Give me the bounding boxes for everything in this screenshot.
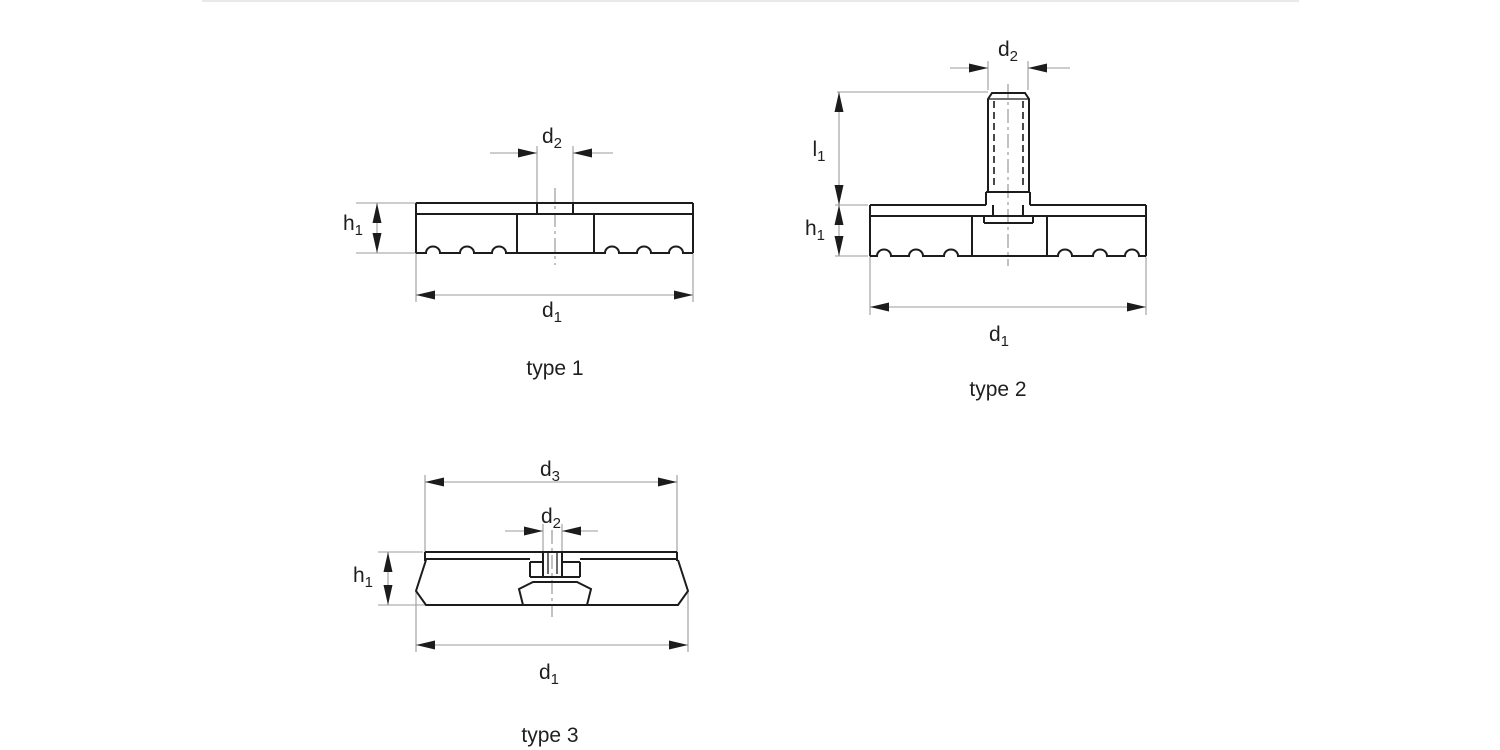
type1-dimension-lines	[356, 146, 694, 302]
type1-d2-label: d2	[542, 125, 562, 152]
type1-caption: type 1	[526, 357, 583, 380]
type2-caption: type 2	[969, 378, 1026, 401]
type3-foot-outline	[414, 551, 690, 606]
type1-d1-label: d1	[542, 299, 562, 326]
type3-d3-label: d3	[540, 458, 560, 485]
figure-type-3: d3 d2 h1 d1 type 3	[353, 458, 690, 747]
type2-d2-label: d2	[998, 38, 1018, 65]
type3-d1-label: d1	[539, 661, 559, 688]
type2-l1-label: l1	[812, 138, 825, 165]
type1-foot-outline	[415, 202, 694, 254]
type2-foot-outline	[869, 92, 1147, 257]
type3-dimension-arrows	[383, 477, 688, 650]
figure-type-2: d2 l1 h1 d1 type 2	[805, 38, 1147, 401]
figure-type-1: d2 h1 d1 type 1	[343, 125, 694, 380]
page-top-border	[202, 0, 1299, 2]
type3-h1-label: h1	[353, 564, 373, 591]
type3-caption: type 3	[521, 724, 578, 747]
type2-d1-label: d1	[989, 323, 1009, 350]
type1-dimension-arrows	[372, 148, 693, 300]
type2-dimension-arrows	[834, 63, 1146, 312]
type2-h1-label: h1	[805, 217, 825, 244]
type3-d2-label: d2	[541, 505, 561, 532]
type1-h1-label: h1	[343, 212, 363, 239]
